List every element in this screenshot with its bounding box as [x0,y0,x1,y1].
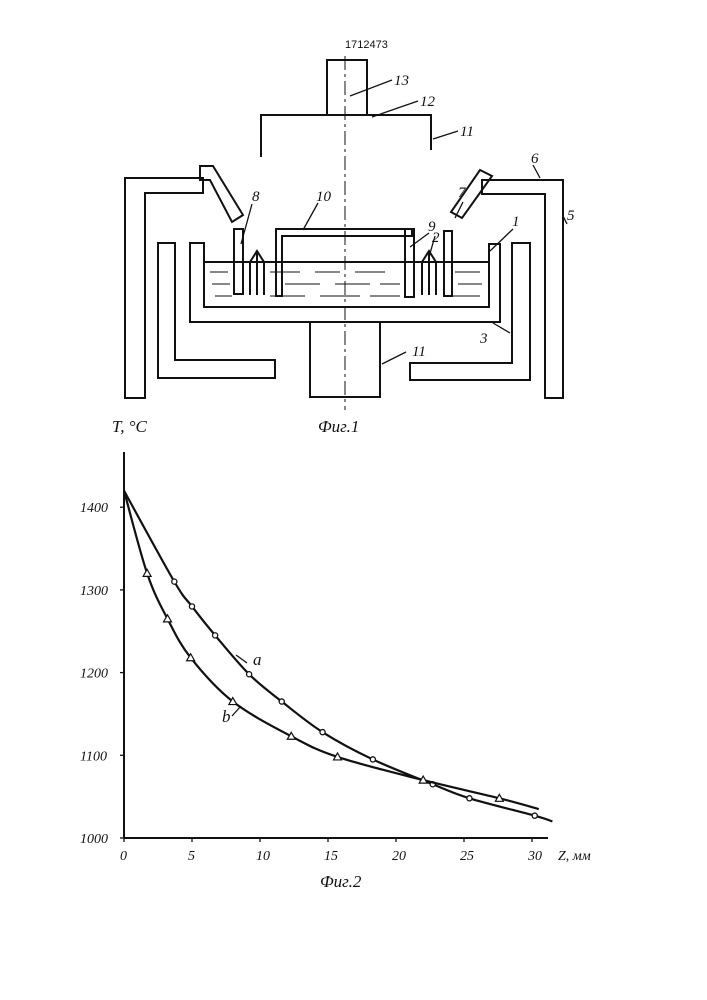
label-13: 13 [394,73,409,89]
x-tick-label: 30 [527,849,542,864]
label-10: 11 [412,344,426,360]
right-frame [482,180,563,398]
label-1: 1 [512,214,520,230]
label-9: 10 [316,189,332,205]
data-point-a [189,604,194,609]
label-6: 7 [458,185,467,201]
left-frame [125,178,203,398]
x-tick-label: 20 [392,849,406,864]
data-point-a [247,672,252,677]
data-point-a [172,579,177,584]
data-point-a [213,633,218,638]
hood [261,115,431,157]
shaper-outer [444,231,452,296]
y-tick-label: 1000 [80,832,108,847]
y-tick-label: 1400 [80,501,108,516]
upper-shaft [327,60,367,115]
figure1-caption: Фиг.1 [318,417,359,436]
x-axis-label: Z, мм [558,849,591,864]
x-tick-label: 0 [120,849,127,864]
label-7: 8 [252,189,260,205]
data-point-a [467,796,472,801]
data-point-b [164,615,172,622]
label-3: 3 [479,331,488,347]
label-5: 6 [531,151,539,167]
temperature-chart: T, °C Z, мм 0 5 10 15 20 25 30 1000 1100 1200 1300… [80,417,591,891]
series-label-a: a [253,650,262,669]
data-point-a [279,699,284,704]
part-labels: 13 12 11 6 5 7 8 10 9 2 1 3 11 [252,73,575,360]
figure2-caption: Фиг.2 [320,872,362,891]
apparatus-drawing [125,56,563,410]
series-line-b [124,491,539,809]
label-2: 2 [432,230,440,246]
y-tick-label: 1100 [80,749,107,764]
label-12: 12 [420,94,436,110]
data-point-a [370,757,375,762]
y-axis-label: T, °C [112,417,147,436]
x-tick-label: 5 [188,849,195,864]
patent-number: 1712473 [345,39,388,51]
x-tick-label: 25 [460,849,474,864]
label-11: 11 [460,124,474,140]
x-tick-label: 15 [324,849,338,864]
series-label-b: b [222,707,231,726]
x-tick-label: 10 [256,849,270,864]
data-point-b [143,569,151,576]
data-point-a [532,813,537,818]
data-point-a [320,730,325,735]
y-tick-label: 1200 [80,667,108,682]
y-tick-label: 1300 [80,584,108,599]
left-lid [200,166,243,222]
label-4: 5 [567,208,575,224]
